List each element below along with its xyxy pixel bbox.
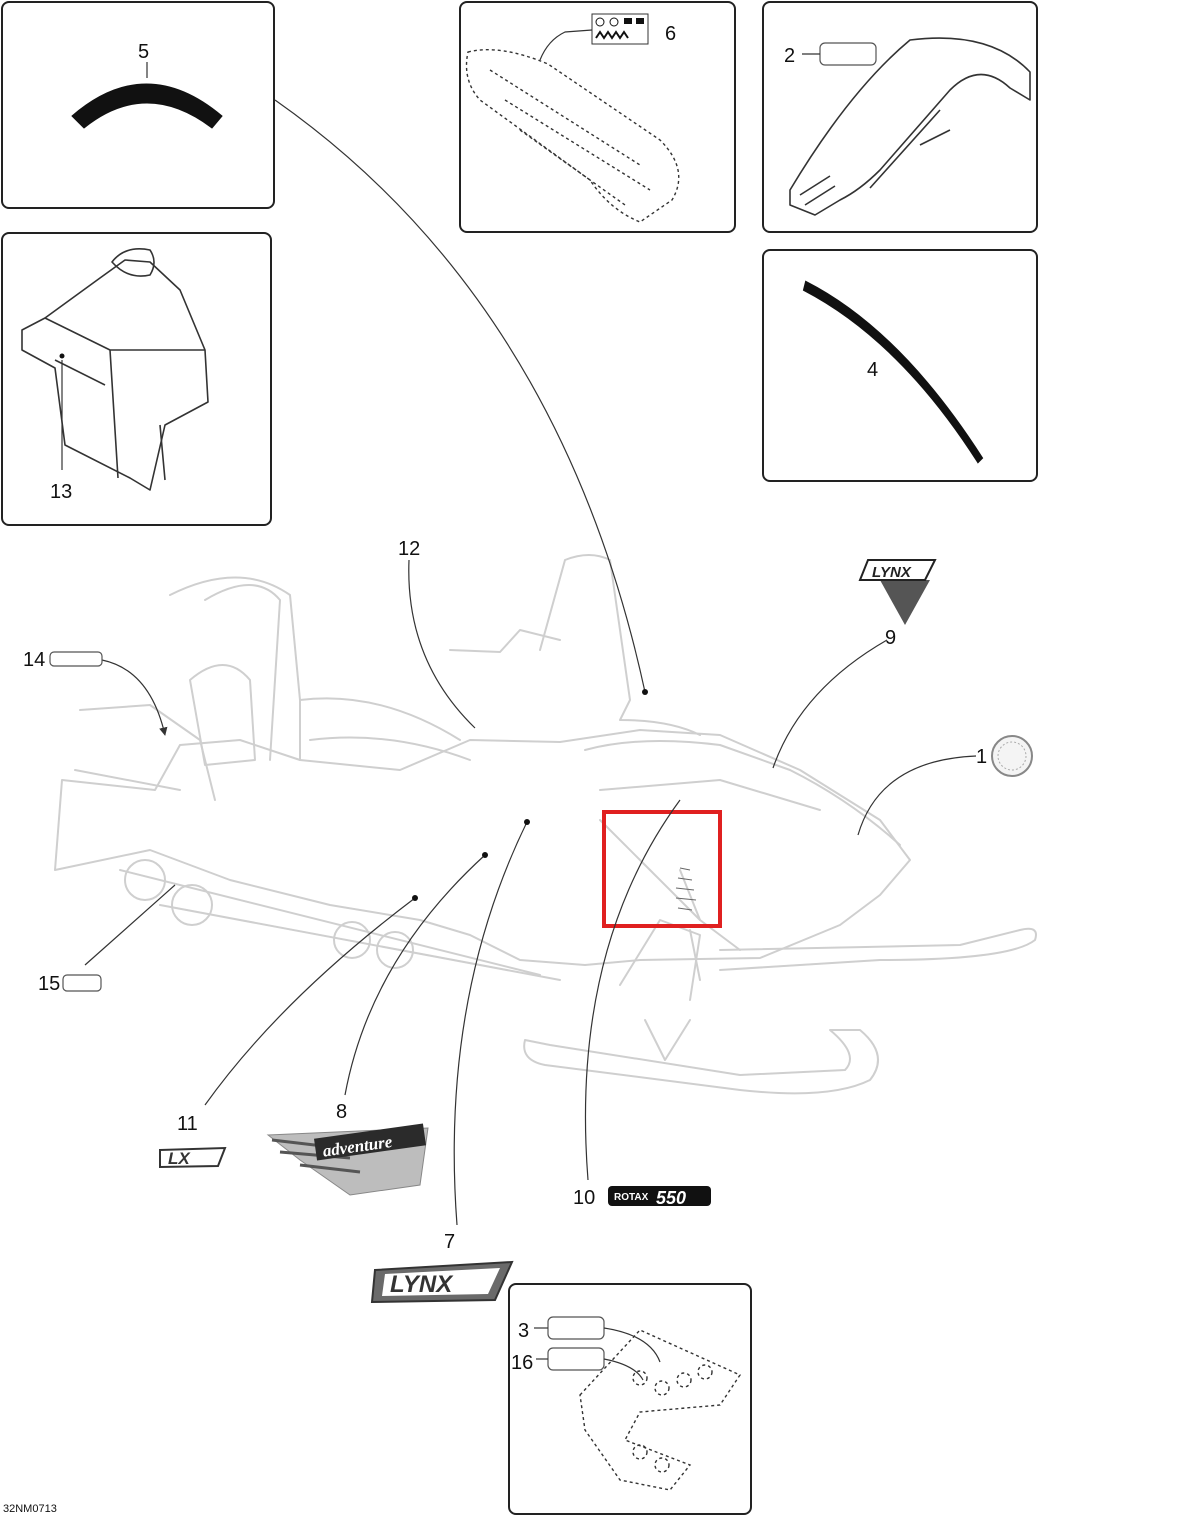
decal-11-lx-logo: LX [159,1146,227,1169]
callout-9: 9 [885,627,896,649]
panel-2-fender-decal: 2 [762,1,1038,233]
lx-text: LX [168,1149,191,1168]
callout-11: 11 [177,1113,198,1135]
panel-13-oil-tank-decal: 13 [1,232,272,526]
callout-1: 1 [976,746,987,768]
callout-14: 14 [23,649,45,671]
rotax-number: 550 [656,1188,686,1208]
arched-warning-decal [71,83,223,129]
decal-7-lynx-logo: LYNX [370,1260,514,1304]
decal-8-adventure-logo: adventure [266,1123,429,1196]
lynx-large-text: LYNX [390,1271,454,1298]
panel-3-16-footrest-decals: 3 16 [508,1283,752,1515]
callout-4: 4 [867,359,878,381]
rotax-word: ROTAX [614,1192,649,1203]
diagram-reference-code: 32NM0713 [3,1503,57,1515]
callout-2: 2 [784,45,795,67]
panel-5-warning-decal: 5 [1,1,275,209]
callout-3: 3 [518,1320,529,1342]
main-leaders [49,99,977,1226]
callout-10: 10 [573,1187,595,1209]
callout-7: 7 [444,1231,455,1253]
lynx-small-text: LYNX [872,564,912,581]
callout-6: 6 [665,23,676,45]
callout-13: 13 [50,481,72,503]
highlighted-area-box [602,810,722,928]
callout-5: 5 [138,41,149,63]
decal-9-lynx-emblem: LYNX [858,559,937,625]
snowmobile-outline [54,554,1037,1095]
callout-12: 12 [398,538,420,560]
panel-6-seat-decal: 6 [459,1,736,233]
callout-8: 8 [336,1101,347,1123]
decal-10-rotax-550: ROTAX 550 [608,1186,711,1208]
callout-16: 16 [511,1352,533,1374]
windshield-trim-strip [802,280,984,464]
decal-1-round-badge [991,735,1033,777]
panel-4-stripe-decal: 4 [762,249,1038,482]
callout-15: 15 [38,973,60,995]
